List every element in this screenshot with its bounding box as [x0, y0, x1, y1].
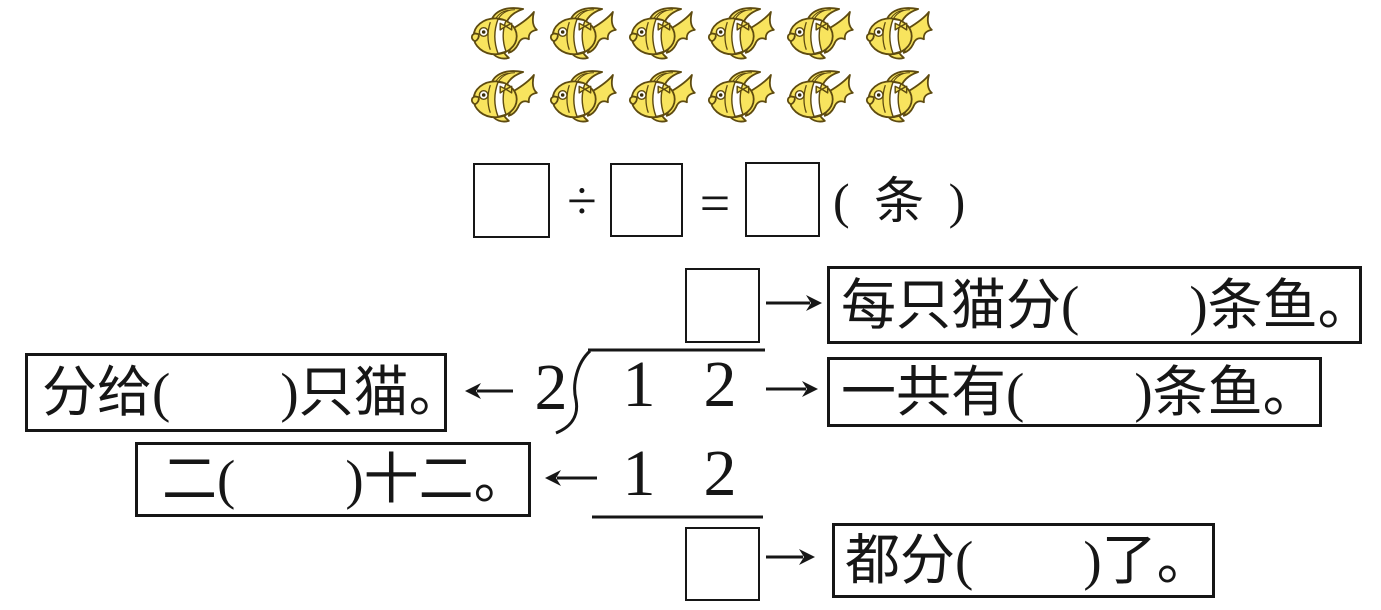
dividend-digit-tens: 1	[622, 348, 656, 421]
note-quotient-text: 每只猫分( )条鱼。	[841, 274, 1373, 336]
fish-icon	[863, 4, 936, 60]
fish-icon	[784, 67, 857, 123]
fish-icon	[705, 67, 778, 123]
fish-icon	[863, 67, 936, 123]
product-digit-ones: 2	[703, 437, 737, 510]
fish-icon	[547, 4, 620, 60]
quotient-answer-box[interactable]	[685, 268, 760, 343]
divisor-digit: 2	[534, 351, 568, 424]
fish-icon	[468, 67, 541, 123]
note-multiplication-rhyme[interactable]: 二( )十二。	[135, 442, 531, 517]
note-dividend-meaning[interactable]: 一共有( )条鱼。	[827, 357, 1322, 427]
fish-icon	[468, 4, 541, 60]
equation-quotient-box[interactable]	[745, 162, 820, 237]
division-sign: ÷	[567, 171, 597, 231]
remainder-answer-box[interactable]	[685, 527, 760, 601]
fish-icon	[626, 4, 699, 60]
equation-divisor-box[interactable]	[610, 163, 683, 237]
fish-row-2	[468, 67, 936, 123]
arrow-dividend-to-note	[766, 381, 818, 397]
note-dividend-text: 一共有( )条鱼。	[841, 361, 1318, 423]
arrow-divisor-to-note	[465, 383, 513, 399]
note-divisor-text: 分给( )只猫。	[42, 362, 464, 423]
equals-sign: =	[699, 173, 731, 233]
note-divisor-meaning[interactable]: 分给( )只猫。	[25, 353, 464, 432]
dividend-digit-ones: 2	[703, 348, 737, 421]
note-remainder-text: 都分( )了。	[845, 530, 1212, 591]
fish-icon	[547, 67, 620, 123]
fish-icon	[626, 67, 699, 123]
product-digit-tens: 1	[622, 437, 656, 510]
fish-row-1	[468, 4, 936, 60]
fish-icon	[784, 4, 857, 60]
unit-label: ( 条 )	[833, 173, 972, 229]
note-remainder-meaning[interactable]: 都分( )了。	[832, 523, 1215, 598]
arrow-product-to-note	[545, 470, 597, 486]
arrow-remainder-to-note	[766, 549, 815, 565]
arrow-quotient-to-note	[766, 295, 822, 311]
fish-icon	[705, 4, 778, 60]
equation-dividend-box[interactable]	[473, 163, 550, 238]
note-rhyme-text: 二( )十二。	[162, 449, 529, 510]
note-quotient-meaning[interactable]: 每只猫分( )条鱼。	[827, 266, 1373, 344]
fish-group	[468, 4, 936, 123]
